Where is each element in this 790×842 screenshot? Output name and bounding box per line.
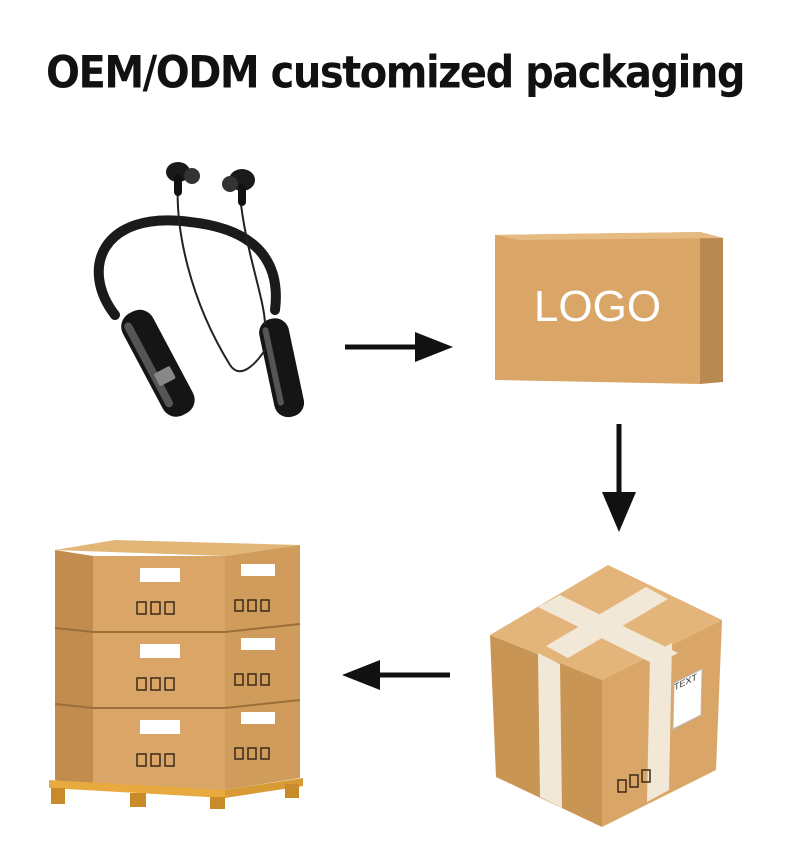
box-logo-text: LOGO [533, 282, 662, 331]
logo-box-image: LOGO [495, 232, 725, 392]
arrow-right-icon [345, 330, 455, 364]
neckband-earphones-image [80, 150, 320, 430]
arrow-down-icon [599, 424, 639, 534]
palletized-cartons-image [45, 540, 310, 810]
arrow-left-icon [340, 658, 452, 692]
page-title: OEM/ODM customized packaging [45, 47, 746, 99]
shipping-box-image: TEXT [490, 565, 725, 830]
